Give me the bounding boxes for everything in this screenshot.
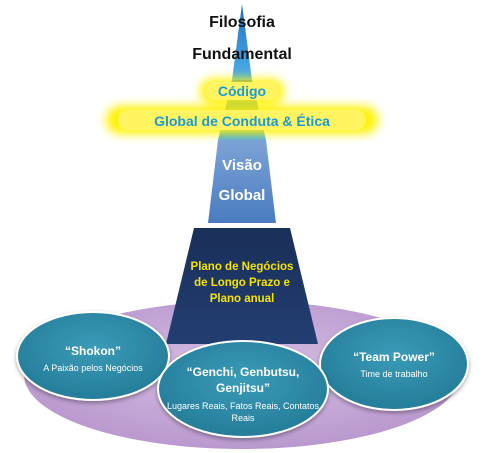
visao-line-1: Visão xyxy=(222,157,262,174)
shokon-title: “Shokon” xyxy=(65,344,121,358)
codigo-glow-core xyxy=(118,82,366,130)
pyramid-plano-band xyxy=(166,228,318,344)
plano-line-3: Plano anual xyxy=(210,293,275,305)
genchi-subtitle-line-1: Lugares Reais, Fatos Reais, Contatos xyxy=(167,401,320,411)
visao-line-2: Global xyxy=(219,187,266,204)
pyramid-visao-band xyxy=(208,140,276,223)
oval-shokon xyxy=(16,311,170,401)
oval-team-power xyxy=(319,317,469,411)
genchi-title-line-1: “Genchi, Genbutsu, xyxy=(187,365,300,379)
pyramid-apex xyxy=(232,4,252,80)
apex-line-2: Fundamental xyxy=(192,46,292,63)
oval-genchi xyxy=(157,340,329,438)
shokon-subtitle: A Paixão pelos Negócios xyxy=(43,363,143,373)
team-power-title: “Team Power” xyxy=(353,350,435,364)
genchi-subtitle-line-2: Reais xyxy=(231,413,255,423)
codigo-line-2: Global de Conduta & Ética xyxy=(154,113,330,129)
apex-line-1: Filosofia xyxy=(209,14,275,31)
codigo-line-1: Código xyxy=(218,83,266,99)
plano-line-2: de Longo Prazo e xyxy=(194,277,290,289)
plano-line-1: Plano de Negócios xyxy=(191,261,294,273)
genchi-title-line-2: Genjitsu” xyxy=(216,381,270,395)
team-power-subtitle: Time de trabalho xyxy=(360,369,427,379)
